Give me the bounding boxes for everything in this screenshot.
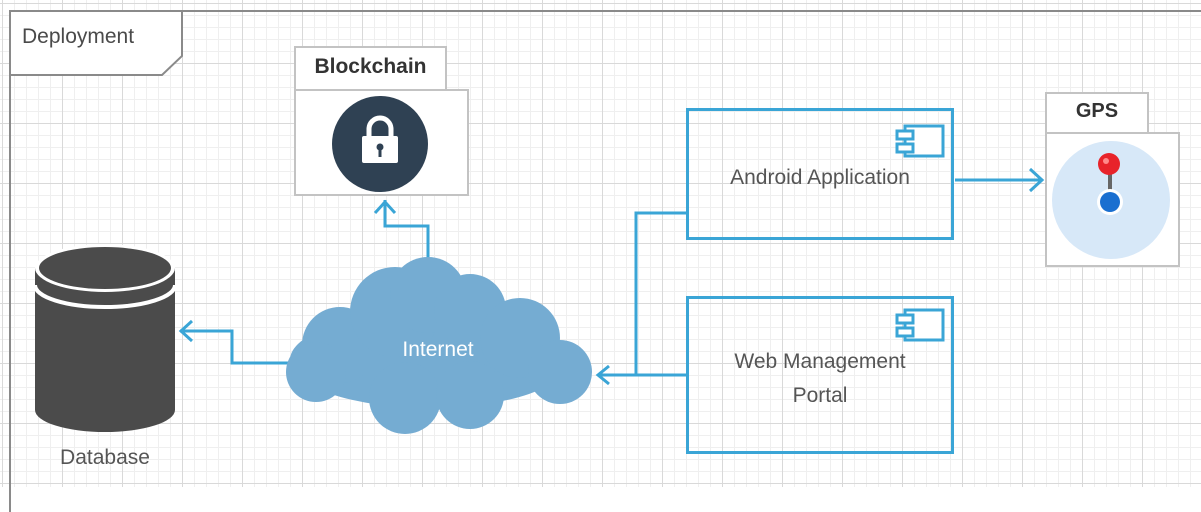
connector-internet-to-blockchain — [383, 200, 430, 262]
component-icon — [895, 124, 945, 158]
web-management-portal-label-line1: Web Management — [734, 350, 906, 373]
web-management-portal-component[interactable]: Web Management Portal — [686, 296, 954, 454]
arrowhead-to-blockchain — [373, 199, 397, 215]
connector-internet-to-database — [180, 329, 290, 365]
android-application-component[interactable]: Android Application — [686, 108, 954, 240]
database-label: Database — [60, 446, 150, 469]
arrowhead-to-internet — [595, 364, 610, 386]
blockchain-label: Blockchain — [314, 55, 427, 78]
cloud-icon — [286, 257, 592, 434]
blockchain-node — [294, 46, 469, 196]
diagram-graphics — [33, 46, 1180, 434]
component-icon — [895, 308, 945, 342]
deployment-frame — [9, 10, 1201, 512]
gps-pin-head — [1098, 153, 1120, 175]
database-cylinder-icon — [33, 244, 177, 432]
arrowhead-to-gps — [1028, 167, 1045, 193]
connector-android-to-internet — [600, 211, 688, 377]
arrowhead-to-database — [178, 319, 194, 343]
frame-title: Deployment — [22, 25, 135, 48]
android-application-label: Android Application — [730, 166, 910, 189]
gps-node — [1045, 92, 1180, 267]
web-management-portal-label-line2: Portal — [792, 384, 848, 407]
lock-shackle — [366, 115, 394, 138]
gps-label: GPS — [1075, 100, 1119, 122]
frame-tab — [9, 10, 183, 76]
internet-label: Internet — [402, 338, 474, 361]
diagram-canvas — [0, 0, 1201, 487]
